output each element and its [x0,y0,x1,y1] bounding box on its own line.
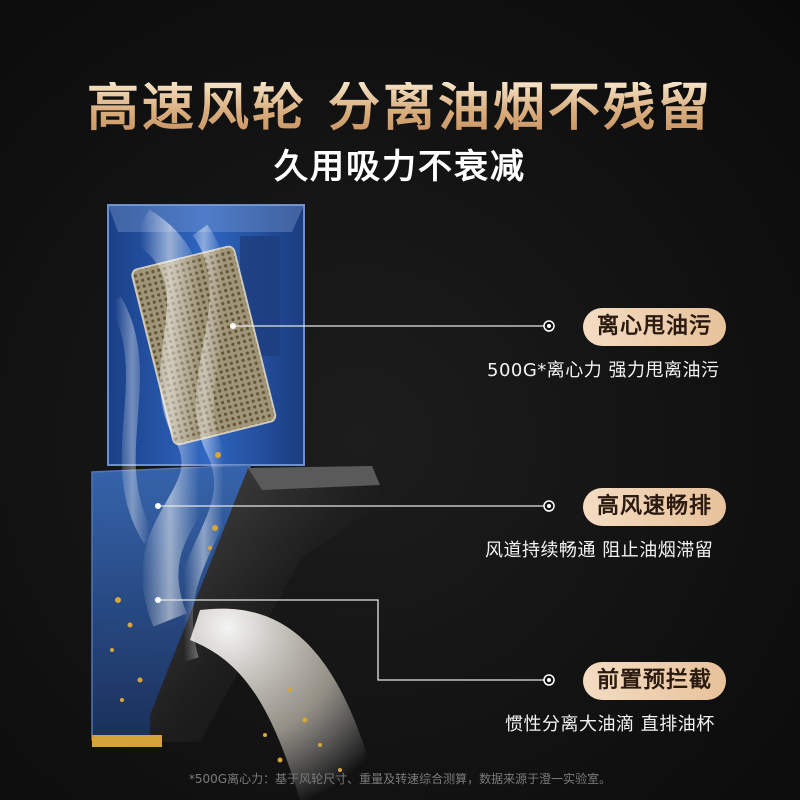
feature-badge-high-airflow: 高风速畅排 [583,488,727,526]
chimney-box [107,204,305,466]
lower-housing [91,464,251,741]
leader-dot-3 [543,674,555,686]
feature-desc-pre-interception: 惯性分离大油滴 直排油杯 [505,714,715,735]
leader-dot-2 [543,500,555,512]
feature-badge-centrifugal: 离心甩油污 [583,308,727,346]
oil-droplets [110,452,342,772]
feature-desc-high-airflow: 风道持续畅通 阻止油烟滞留 [485,540,714,561]
feature-badge-pre-interception: 前置预拦截 [583,662,727,700]
footnote: *500G离心力：基于风轮尺寸、重量及转速综合测算，数据来源于澄一实验室。 [188,772,612,786]
leader-dot-1 [543,320,555,332]
front-panel [150,466,384,742]
feature-desc-centrifugal: 500G*离心力 强力甩离油污 [487,360,720,381]
headline: 高速风轮 分离油烟不残留 [0,82,800,134]
fan-wheel [131,245,277,446]
subheadline: 久用吸力不衰减 [274,147,526,187]
oil-cup [92,735,162,747]
